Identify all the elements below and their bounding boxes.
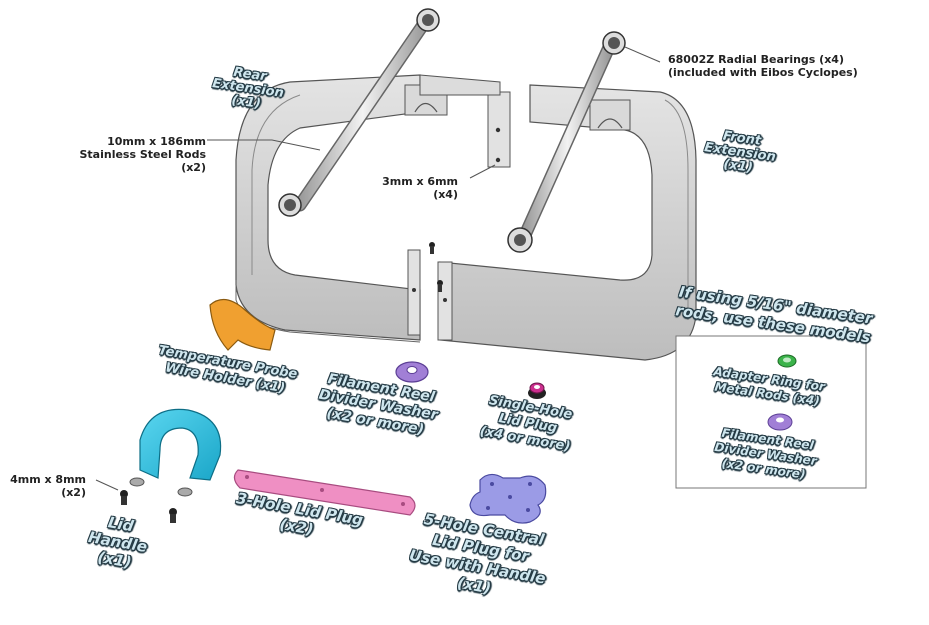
screws-3x6-line2: (x4) [433,188,458,201]
alternate-models-box [675,335,867,489]
screws-3x6-line1: 3mm x 6mm [382,175,458,188]
screws-4x8-line2: (x2) [61,486,86,499]
screws-4x8-line1: 4mm x 8mm [10,473,86,486]
bearings-label-line1: 68002Z Radial Bearings (x4) [668,53,844,66]
single-hole-plug-part [528,382,546,399]
lid-handle-part [120,408,222,523]
rods-label: 10mm x 186mm Stainless Steel Rods (x2) [68,135,206,174]
screws-3x6-label: 3mm x 6mm (x4) [372,175,458,201]
temperature-probe-holder-part [209,299,276,351]
bearings-label: 68002Z Radial Bearings (x4) (included wi… [668,53,858,79]
rods-label-line2: Stainless Steel Rods [79,148,206,161]
screws-4x8-label: 4mm x 8mm (x2) [6,473,86,499]
filament-washer-part [395,361,429,383]
steel-rod-rear [278,8,440,217]
bearings-label-line2: (included with Eibos Cyclopes) [668,66,858,79]
steel-rod-front [507,31,626,253]
leader-lines [95,46,661,491]
rear-extension-part [235,74,511,343]
front-extension-part [437,84,697,361]
screw-3mm [429,242,443,292]
three-hole-plug-part [233,469,416,516]
rods-label-line1: 10mm x 186mm [107,135,206,148]
rods-label-line3: (x2) [181,161,206,174]
five-hole-plug-part [469,473,547,524]
lid-handle-callout: Lid Handle (x1) [84,510,152,573]
